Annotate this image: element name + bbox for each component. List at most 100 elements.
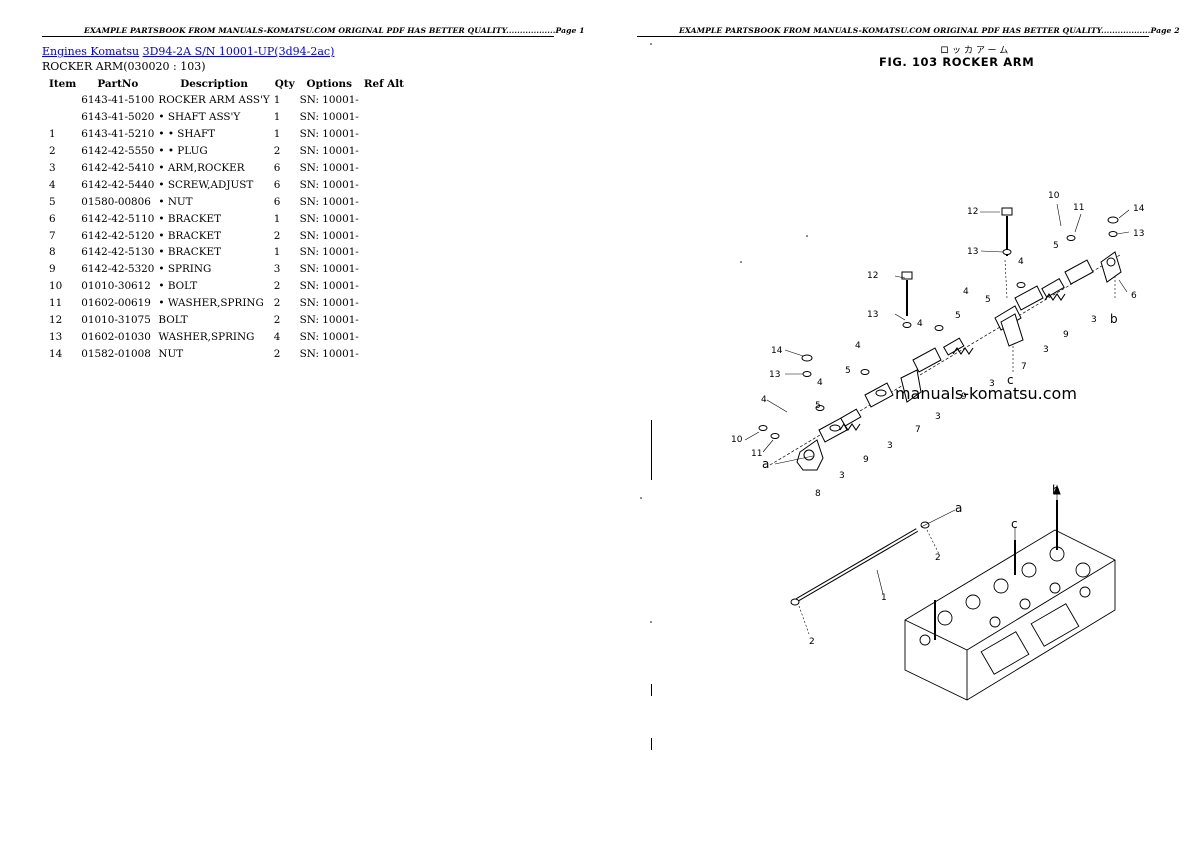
svg-text:2: 2 bbox=[935, 553, 941, 563]
svg-text:a: a bbox=[762, 457, 769, 471]
cell-options: SN: 10001- bbox=[299, 263, 359, 276]
cell-item: 11 bbox=[49, 297, 63, 310]
cell-item: 5 bbox=[49, 195, 56, 208]
cell-qty: 2 bbox=[273, 347, 281, 360]
cell-item: 2 bbox=[49, 145, 56, 158]
cell-description: • BRACKET bbox=[158, 246, 222, 259]
scan-marks bbox=[640, 43, 808, 750]
cell-partno: 6143-41-5100 bbox=[81, 94, 155, 107]
svg-text:11: 11 bbox=[1073, 203, 1084, 213]
col-header-qty: Qty bbox=[274, 78, 295, 90]
cell-refalt bbox=[361, 328, 407, 345]
rocker-group-4 bbox=[994, 305, 1024, 347]
header-rule bbox=[42, 36, 554, 37]
svg-text:10: 10 bbox=[1048, 191, 1060, 201]
svg-text:c: c bbox=[1007, 373, 1014, 387]
svg-text:6: 6 bbox=[1131, 291, 1137, 301]
cell-item: 12 bbox=[49, 314, 63, 327]
svg-text:12: 12 bbox=[967, 207, 978, 217]
cell-item: 4 bbox=[49, 178, 56, 191]
cell-item: 13 bbox=[49, 330, 63, 343]
rocker-group-5 bbox=[1014, 277, 1065, 311]
cell-options: SN: 10001- bbox=[299, 347, 359, 360]
svg-text:4: 4 bbox=[1018, 257, 1024, 267]
rocker-shaft bbox=[790, 484, 1061, 635]
washers-nuts bbox=[758, 216, 1119, 439]
cell-partno: 01602-01030 bbox=[81, 330, 151, 343]
cell-item bbox=[46, 109, 79, 126]
cell-qty: 6 bbox=[273, 195, 281, 208]
watermark: manuals-komatsu.com bbox=[895, 384, 1077, 403]
cell-qty: 2 bbox=[273, 297, 281, 310]
cell-description: • SPRING bbox=[158, 263, 212, 276]
svg-text:5: 5 bbox=[1053, 241, 1059, 251]
cell-partno: 01582-01008 bbox=[81, 347, 151, 360]
cell-refalt bbox=[361, 210, 407, 227]
cell-refalt bbox=[361, 160, 407, 177]
cell-partno: 6142-42-5440 bbox=[81, 178, 155, 191]
cell-refalt bbox=[361, 126, 407, 143]
svg-text:14: 14 bbox=[771, 346, 783, 356]
cell-refalt bbox=[361, 312, 407, 329]
cell-description: • BRACKET bbox=[158, 229, 222, 242]
cell-refalt bbox=[361, 295, 407, 312]
cell-item bbox=[46, 92, 79, 109]
svg-text:4: 4 bbox=[963, 287, 969, 297]
cell-options: SN: 10001- bbox=[299, 330, 359, 343]
rocker-group-1 bbox=[818, 408, 862, 443]
svg-text:c: c bbox=[1011, 517, 1018, 531]
cell-options: SN: 10001- bbox=[299, 229, 359, 242]
svg-text:5: 5 bbox=[955, 311, 961, 321]
table-row: 11 01602-00619 • WASHER,SPRING 2 SN: 10001- bbox=[46, 295, 407, 312]
col-header-refalt: Ref Alt bbox=[363, 78, 404, 90]
cell-description: • WASHER,SPRING bbox=[158, 297, 264, 310]
breadcrumb-link-model[interactable]: 3D94-2A S/N 10001-UP(3d94-2ac) bbox=[142, 45, 335, 58]
svg-text:3: 3 bbox=[839, 471, 845, 481]
cell-options: SN: 10001- bbox=[299, 178, 359, 191]
cell-description: BOLT bbox=[158, 314, 188, 327]
cell-options: SN: 10001- bbox=[299, 145, 359, 158]
cell-qty: 2 bbox=[273, 314, 281, 327]
svg-text:4: 4 bbox=[761, 395, 767, 405]
cell-item: 3 bbox=[49, 162, 56, 174]
rocker-group-2 bbox=[864, 369, 922, 408]
breadcrumb: Engines Komatsu 3D94-2A S/N 10001-UP(3d9… bbox=[42, 45, 334, 58]
cell-refalt bbox=[361, 227, 407, 244]
cell-partno: 6142-42-5130 bbox=[81, 246, 155, 259]
cell-description: • ARM,ROCKER bbox=[158, 162, 245, 174]
cell-item: 1 bbox=[49, 128, 56, 141]
cell-refalt bbox=[361, 92, 407, 109]
cell-qty: 1 bbox=[273, 246, 281, 259]
cell-options: SN: 10001- bbox=[299, 111, 359, 124]
svg-text:8: 8 bbox=[815, 489, 821, 499]
svg-text:3: 3 bbox=[1091, 315, 1097, 325]
cell-description: WASHER,SPRING bbox=[158, 330, 255, 343]
table-header-row: Item PartNo Description Qty Options Ref … bbox=[46, 76, 407, 92]
cell-options: SN: 10001- bbox=[299, 162, 359, 174]
svg-text:b: b bbox=[1052, 483, 1060, 497]
cell-partno: 01602-00619 bbox=[81, 297, 151, 310]
cell-options: SN: 10001- bbox=[299, 195, 359, 208]
cell-description: • SHAFT ASS'Y bbox=[158, 111, 241, 124]
cell-refalt bbox=[361, 345, 407, 362]
svg-text:5: 5 bbox=[845, 366, 851, 376]
cell-partno: 6143-41-5210 bbox=[81, 128, 155, 141]
cell-description: NUT bbox=[158, 347, 184, 360]
cell-options: SN: 10001- bbox=[299, 297, 359, 310]
svg-text:1: 1 bbox=[881, 593, 887, 603]
page-1: EXAMPLE PARTSBOOK FROM MANUALS-KOMATSU.C… bbox=[42, 26, 585, 362]
cell-partno: 01580-00806 bbox=[81, 195, 151, 208]
breadcrumb-link-engines[interactable]: Engines Komatsu bbox=[42, 45, 140, 58]
cell-options: SN: 10001- bbox=[299, 314, 359, 327]
section-title: ROCKER ARM(030020 : 103) bbox=[42, 60, 206, 73]
svg-text:a: a bbox=[955, 501, 962, 515]
